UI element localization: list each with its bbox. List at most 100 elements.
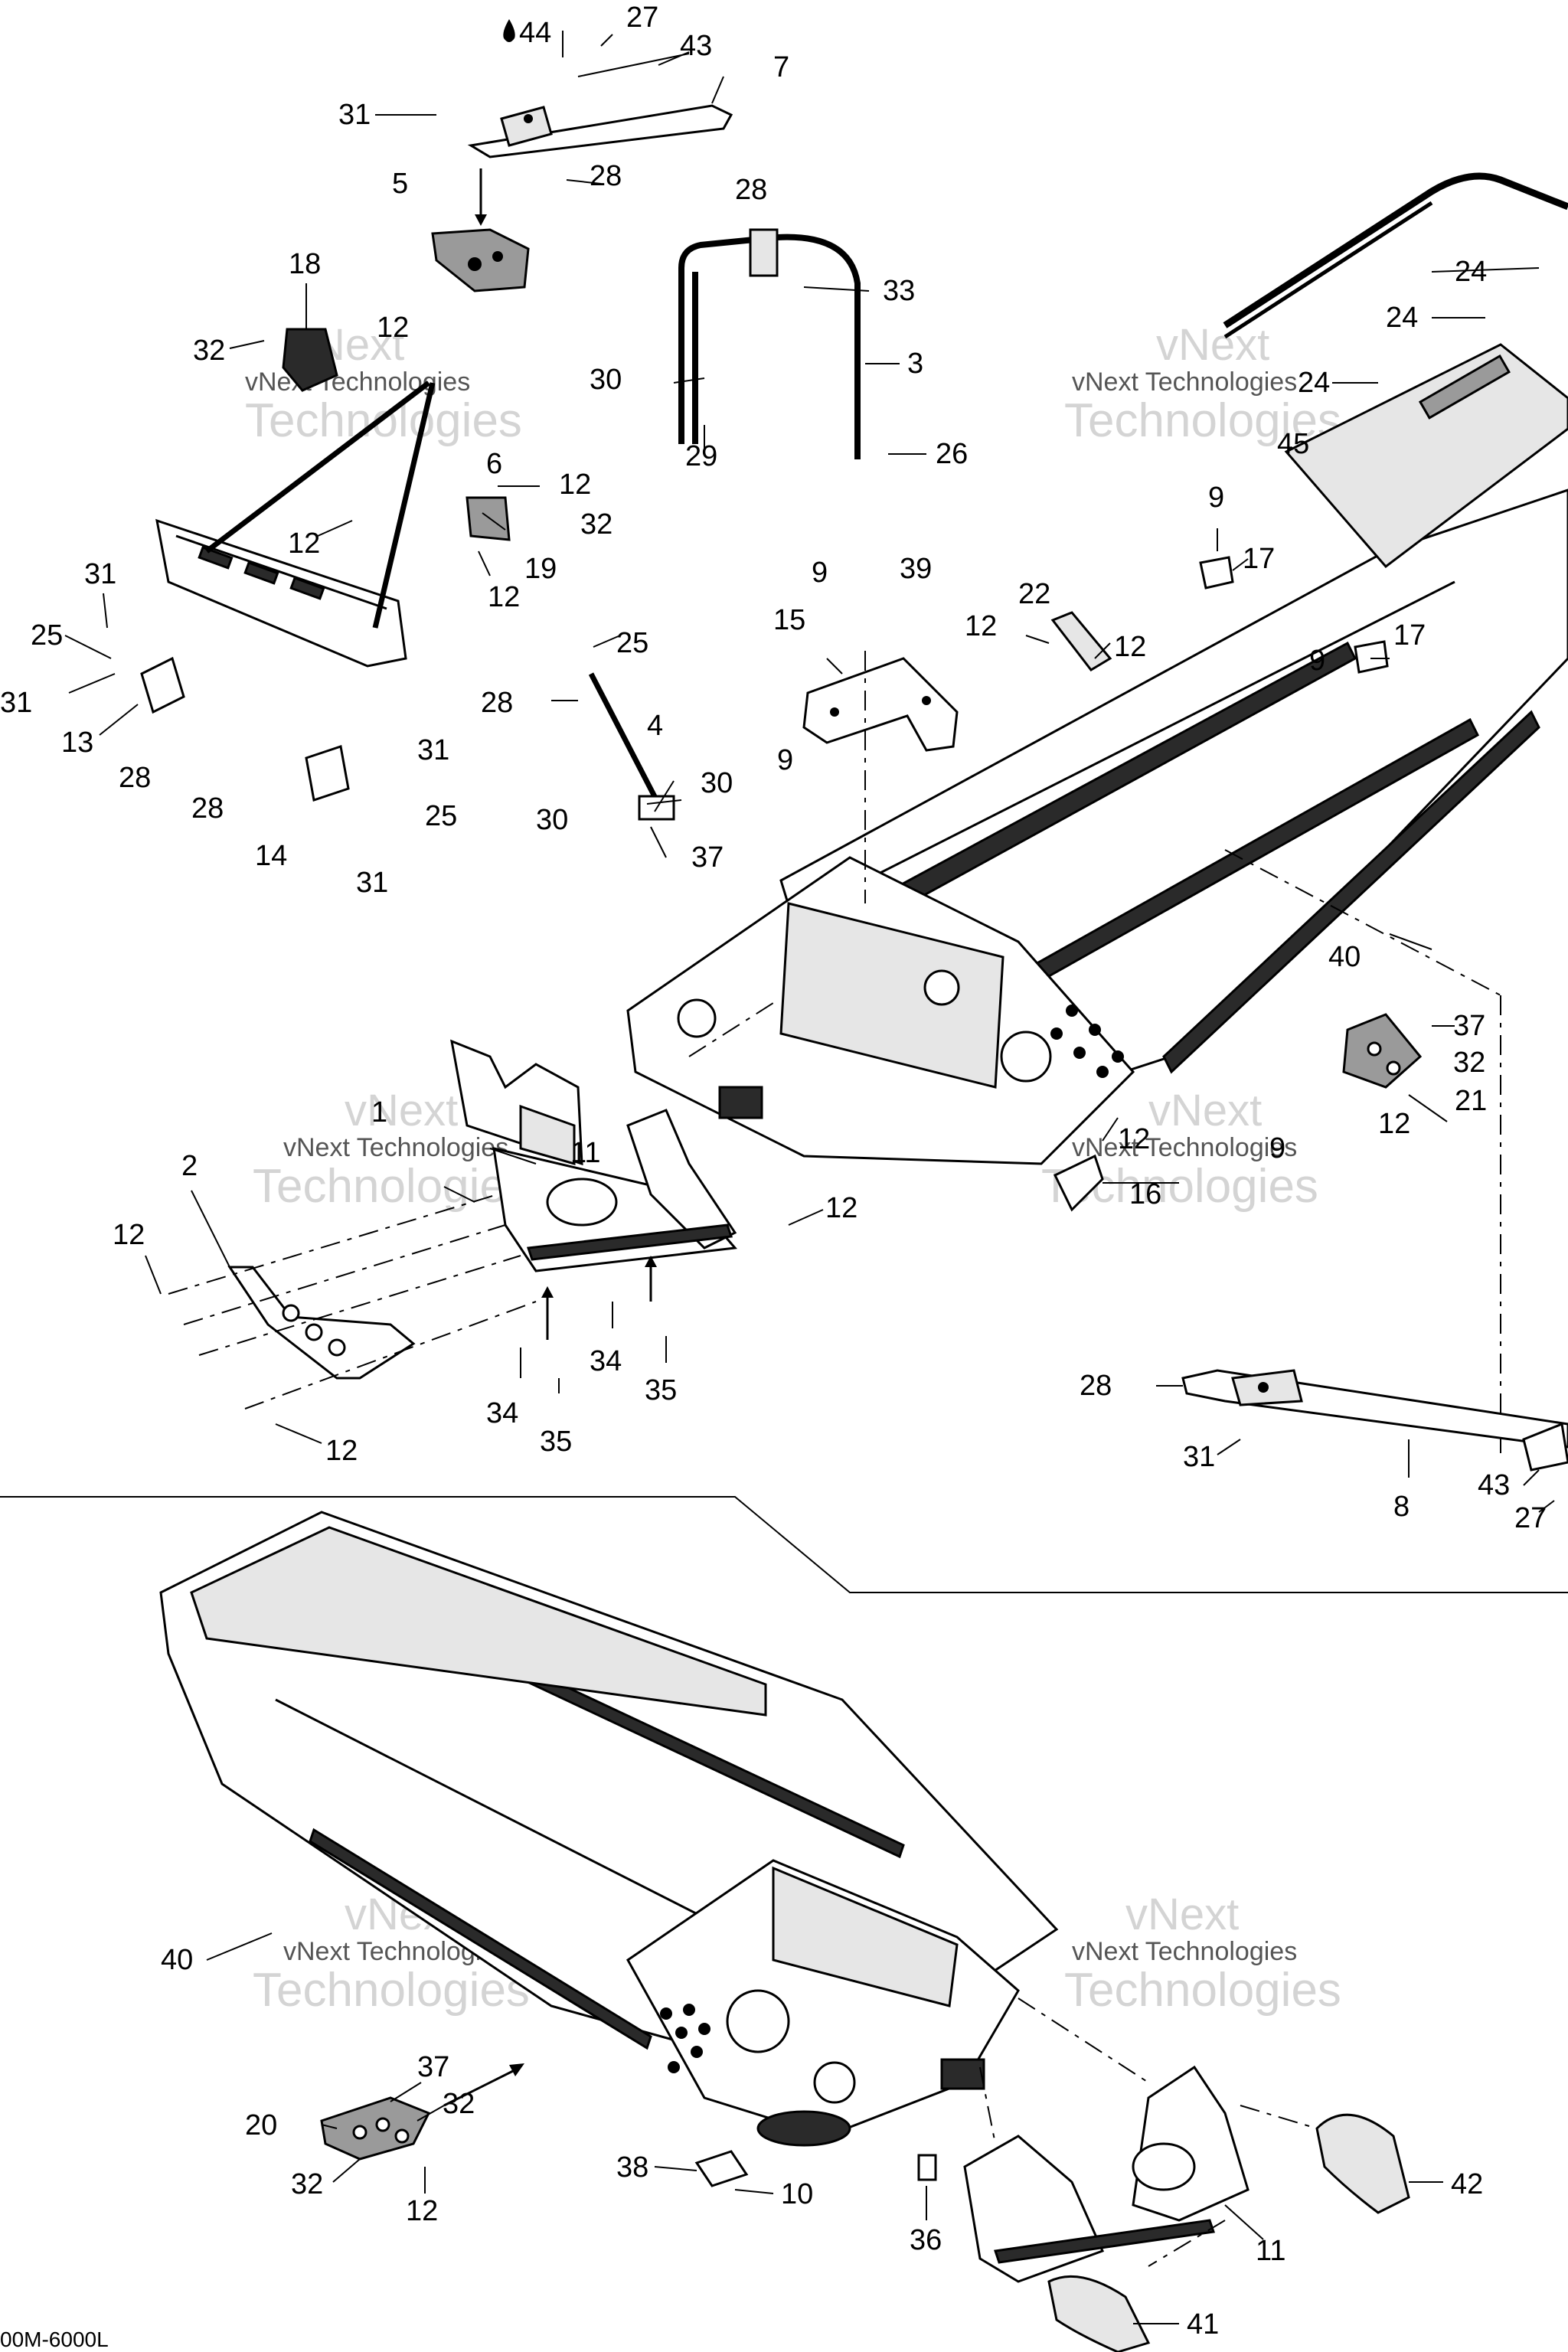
part-3-loop (678, 228, 861, 459)
part-41-ski-saddle (1047, 2275, 1151, 2352)
callout-24: 24 (1386, 302, 1418, 334)
svg-text:vNext: vNext (345, 1086, 458, 1135)
callout-12: 12 (965, 610, 997, 642)
callout-12: 12 (559, 469, 591, 501)
callout-12: 12 (1118, 1123, 1150, 1155)
callout-12: 12 (406, 2195, 438, 2227)
arrow-20 (443, 2069, 514, 2107)
callout-32: 32 (193, 335, 225, 367)
callout-37: 37 (417, 2051, 449, 2083)
part-16-bracket (1053, 1154, 1104, 1212)
callout-28: 28 (191, 792, 224, 825)
arrow-20-head (509, 2063, 524, 2076)
part-15-bracket (802, 657, 959, 752)
svg-text:Technologies: Technologies (253, 1160, 530, 1213)
assembly-lines-upper (168, 651, 1501, 1455)
callout-12: 12 (825, 1192, 858, 1224)
watermark-6: vNext vNext Technologies Technologies (1064, 1890, 1341, 2017)
callout-3: 3 (907, 348, 923, 380)
callout-12: 12 (1114, 631, 1146, 663)
part-42-ski-saddle (1315, 2113, 1410, 2214)
part-11-front-support-lower (963, 2065, 1250, 2283)
callout-42: 42 (1451, 2168, 1483, 2200)
callout-35: 35 (645, 1374, 677, 1406)
part-22-strap (1050, 611, 1112, 671)
svg-text:Technologies: Technologies (245, 394, 522, 447)
callout-10: 10 (781, 2178, 813, 2210)
svg-text:vNext: vNext (1156, 320, 1269, 370)
part-11-front-support (492, 1109, 737, 1272)
part-13-bracket (140, 656, 185, 714)
callout-26: 26 (936, 438, 968, 470)
leader-lines (64, 31, 1555, 2324)
chassis-bottom-view (159, 1511, 1059, 2147)
section-divider-line (0, 1496, 1568, 1593)
callout-27: 27 (1514, 1502, 1547, 1534)
callout-44: 44 (519, 17, 551, 49)
part-8-lower-arm (1181, 1369, 1568, 1472)
callout-27: 27 (626, 2, 658, 34)
part-20-footrest (320, 2096, 431, 2161)
callout-40: 40 (1328, 941, 1361, 973)
callout-12: 12 (1378, 1108, 1410, 1140)
callout-15: 15 (773, 604, 805, 636)
callout-31: 31 (1183, 1441, 1215, 1473)
callout-38: 38 (616, 2151, 648, 2184)
callout-16: 16 (1129, 1178, 1161, 1210)
callout-30: 30 (536, 804, 568, 836)
callout-34: 34 (590, 1345, 622, 1377)
callout-31: 31 (0, 687, 32, 719)
callout-40: 40 (161, 1944, 193, 1976)
part-7-upper-arm (467, 53, 733, 158)
callout-37: 37 (1453, 1010, 1485, 1042)
callout-34: 34 (486, 1397, 518, 1429)
callout-9: 9 (1208, 482, 1224, 514)
callout-31: 31 (417, 734, 449, 766)
callout-28: 28 (1080, 1370, 1112, 1402)
callout-7: 7 (773, 51, 789, 83)
part-2-gusset (227, 1266, 416, 1380)
callout-14: 14 (255, 840, 287, 872)
callout-30: 30 (701, 767, 733, 799)
callout-31: 31 (356, 867, 388, 899)
callout-11: 11 (1256, 2235, 1285, 2267)
part-6-rear-frame (155, 328, 511, 668)
callout-12: 12 (325, 1435, 358, 1467)
part-21-footrest (1342, 1013, 1423, 1089)
callout-25: 25 (31, 619, 63, 652)
svg-text:vNext: vNext (1125, 1890, 1239, 1939)
callout-25: 25 (425, 800, 457, 832)
callout-2: 2 (181, 1150, 198, 1182)
callout-9: 9 (1269, 1132, 1285, 1165)
callout-32: 32 (1453, 1047, 1485, 1079)
svg-text:vNext Technologies: vNext Technologies (283, 1133, 508, 1162)
callout-4: 4 (647, 710, 663, 742)
chassis-top-view (626, 172, 1568, 1165)
callout-12: 12 (488, 581, 520, 613)
part-10-plate (694, 2150, 749, 2187)
callout-18: 18 (289, 248, 321, 280)
callout-13: 13 (61, 727, 93, 759)
callout-22: 22 (1018, 578, 1050, 610)
callout-25: 25 (616, 627, 648, 659)
callout-20: 20 (245, 2109, 277, 2141)
watermark-3: vNext vNext Technologies Technologies (253, 1086, 530, 1213)
callout-24: 24 (1455, 256, 1487, 288)
svg-text:vNext Technologies: vNext Technologies (1072, 1937, 1297, 1966)
callout-41: 41 (1187, 2308, 1219, 2341)
callout-45: 45 (1277, 428, 1309, 460)
callout-28: 28 (735, 174, 767, 206)
svg-text:vNext: vNext (1148, 1086, 1262, 1135)
callout-19: 19 (524, 553, 557, 585)
callout-28: 28 (481, 687, 513, 719)
callout-24: 24 (1298, 367, 1330, 399)
figure-code: 00M-6000L (0, 2328, 109, 2351)
part-17-clip-b (1354, 640, 1389, 674)
callout-37: 37 (691, 841, 724, 874)
callout-29: 29 (685, 440, 717, 472)
watermark-2: vNext vNext Technologies Technologies (1064, 320, 1341, 447)
watermark-1: vNext vNext Technologies Technologies (245, 320, 522, 447)
callout-17: 17 (1243, 543, 1275, 575)
callout-28: 28 (119, 762, 151, 794)
